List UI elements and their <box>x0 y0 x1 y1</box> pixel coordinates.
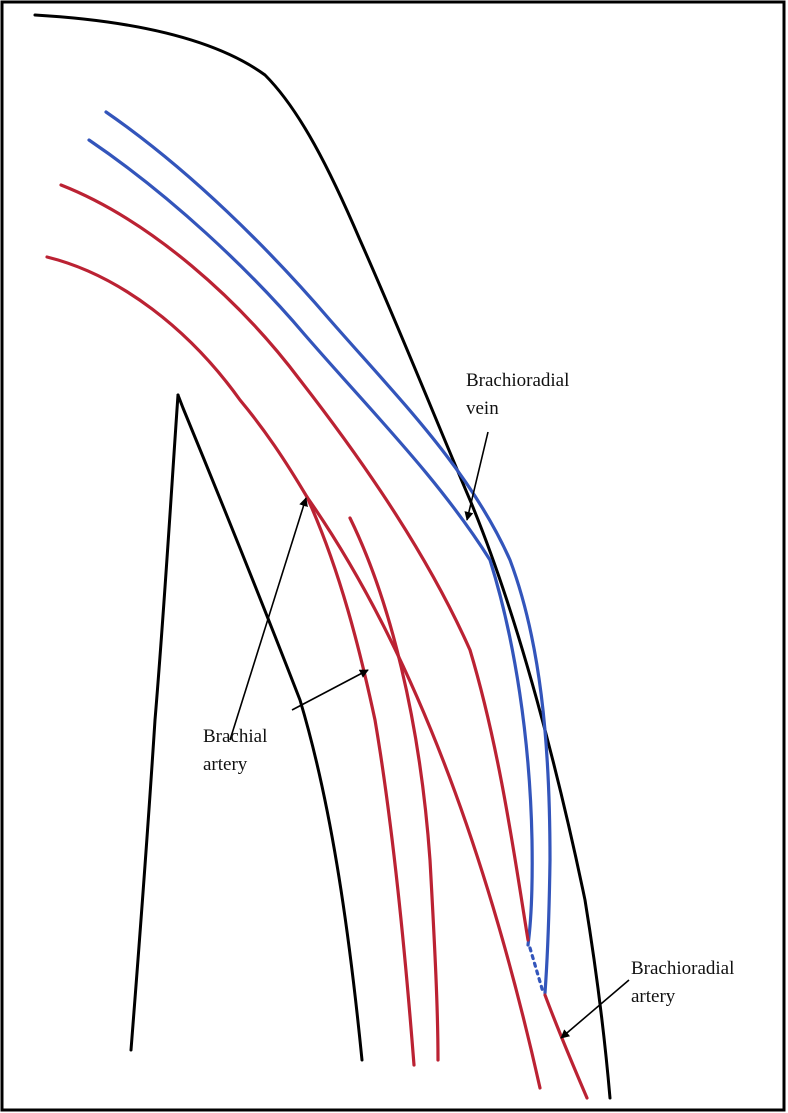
brachial-artery-label-line-2: artery <box>203 754 248 775</box>
brachial-artery-left-branch <box>305 495 416 1067</box>
brachioradial-vein-dotted-segment <box>528 946 545 994</box>
brachial-artery-arrow-upper <box>229 497 308 741</box>
brachial-artery-label: Brachial artery <box>203 726 272 775</box>
brachioradial-artery-arrow <box>560 979 630 1039</box>
brachial-artery-right-branch <box>305 495 542 1090</box>
arm-inner-contour-left <box>129 393 180 1052</box>
brachial-artery-proximal <box>45 255 309 499</box>
brachioradial-artery-upper <box>59 183 530 942</box>
arm-outer-contour <box>33 13 612 1100</box>
brachial-artery-arrow-lower <box>291 669 369 711</box>
brachial-artery-label-line-1: Brachial <box>203 726 267 747</box>
brachioradial-vein-label-line-1: Brachioradial <box>466 370 569 391</box>
brachioradial-vein-label: Brachioradial vein <box>466 370 574 419</box>
brachioradial-vein-label-line-2: vein <box>466 398 499 419</box>
brachioradial-artery-label: Brachioradial artery <box>631 958 739 1007</box>
brachioradial-artery-label-line-1: Brachioradial <box>631 958 734 979</box>
brachioradial-vein-lower <box>87 138 534 947</box>
brachioradial-vein-upper <box>104 110 552 995</box>
arm-inner-contour-right <box>176 393 364 1062</box>
brachial-artery-bifurcation-branch <box>348 516 440 1062</box>
brachioradial-artery-label-line-2: artery <box>631 986 676 1007</box>
brachioradial-artery-distal <box>543 993 589 1100</box>
brachioradial-vein-arrow <box>464 431 489 521</box>
